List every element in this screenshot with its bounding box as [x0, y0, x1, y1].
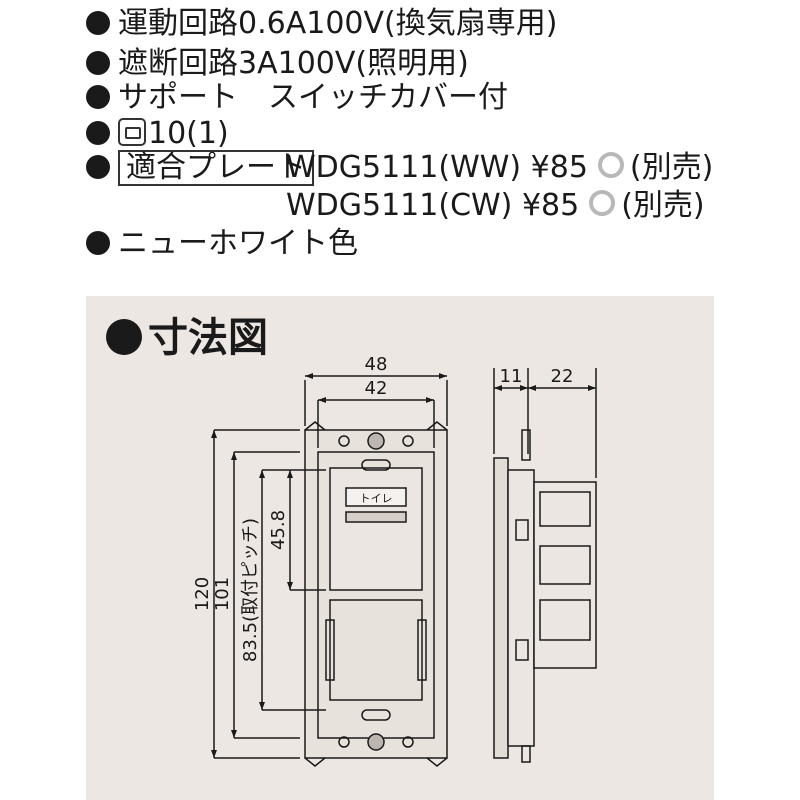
dim-label-height-total: 120: [192, 577, 213, 611]
dim-label-depth-front: 11: [500, 366, 523, 387]
side-detail: [539, 599, 591, 641]
top-slot: [361, 459, 391, 471]
plate-note: (別売): [629, 150, 714, 185]
spec-color: ニューホワイト色: [86, 226, 358, 262]
dim-label-height-inner: 101: [212, 577, 233, 611]
dim-label-inner-width: 42: [365, 378, 388, 399]
mount-hole: [402, 736, 414, 748]
ring-icon: [597, 152, 624, 178]
plate-model: WDG5111(CW): [286, 188, 513, 223]
bullet-icon: [86, 231, 110, 255]
mount-hole: [338, 435, 350, 447]
top-tabs: [304, 421, 448, 431]
lower-body: [329, 599, 423, 701]
bullet-icon: [86, 51, 110, 75]
plate-label-box: 適合プレート: [118, 150, 314, 186]
center-screw: [367, 733, 385, 751]
spec-packing: 10(1): [86, 116, 229, 152]
plate-model: WDG5111(WW): [286, 150, 522, 185]
mount-hole: [402, 435, 414, 447]
bullet-icon: [86, 85, 110, 109]
spec-operating-circuit: 運動回路0.6A100V(換気扇専用): [86, 6, 557, 42]
dim-label-outer-width: 48: [365, 354, 388, 375]
side-tab-top: [521, 429, 531, 461]
side-body: [533, 481, 597, 669]
spec-color-text: ニューホワイト色: [118, 226, 358, 261]
bullet-icon: [86, 121, 110, 145]
spec-support-text: サポート スイッチカバー付: [118, 80, 508, 115]
plate-note: (別売): [621, 188, 705, 223]
dim-label-depth-back: 22: [551, 366, 574, 387]
side-detail: [539, 545, 591, 585]
ring-icon: [589, 190, 616, 216]
lower-body-side-left: [325, 619, 335, 681]
bottom-tabs: [304, 757, 448, 767]
bullet-icon: [86, 155, 110, 179]
switch-slot: [345, 511, 407, 523]
side-detail: [539, 491, 591, 527]
lower-body-side-right: [417, 619, 427, 681]
spec-breaking-circuit-text: 遮断回路3A100V(照明用): [118, 46, 469, 81]
bullet-icon: [106, 319, 142, 355]
plate-row-1: WDG5111(WW) ¥85 (別売): [286, 150, 713, 186]
package-icon: [118, 118, 146, 146]
switch-area: [329, 467, 423, 591]
bottom-slot: [361, 709, 391, 721]
plate-price: ¥85: [530, 150, 588, 185]
side-clip: [515, 639, 529, 661]
diagram-title-text: 寸法図: [148, 315, 268, 361]
mount-hole: [338, 736, 350, 748]
switch-label-plate: [345, 487, 407, 507]
side-tab-bottom: [521, 745, 531, 763]
spec-support: サポート スイッチカバー付: [86, 80, 508, 116]
diagram-title: 寸法図: [106, 314, 268, 362]
dim-label-mount-pitch: 83.5(取付ピッチ): [240, 518, 261, 662]
side-plate: [493, 457, 509, 759]
center-screw: [367, 432, 385, 450]
side-frame: [507, 469, 535, 747]
dim-label-switch-offset: 45.8: [268, 510, 289, 550]
plate-row-2: WDG5111(CW) ¥85 (別売): [286, 188, 705, 224]
spec-plates: 適合プレート: [86, 150, 326, 186]
plate-price: ¥85: [521, 188, 580, 223]
spec-packing-text: 10(1): [148, 116, 229, 151]
spec-breaking-circuit: 遮断回路3A100V(照明用): [86, 46, 469, 82]
side-clip: [515, 519, 529, 541]
switch-label: トイレ: [360, 492, 393, 505]
spec-operating-circuit-text: 運動回路0.6A100V(換気扇専用): [118, 6, 558, 41]
bullet-icon: [86, 11, 110, 35]
